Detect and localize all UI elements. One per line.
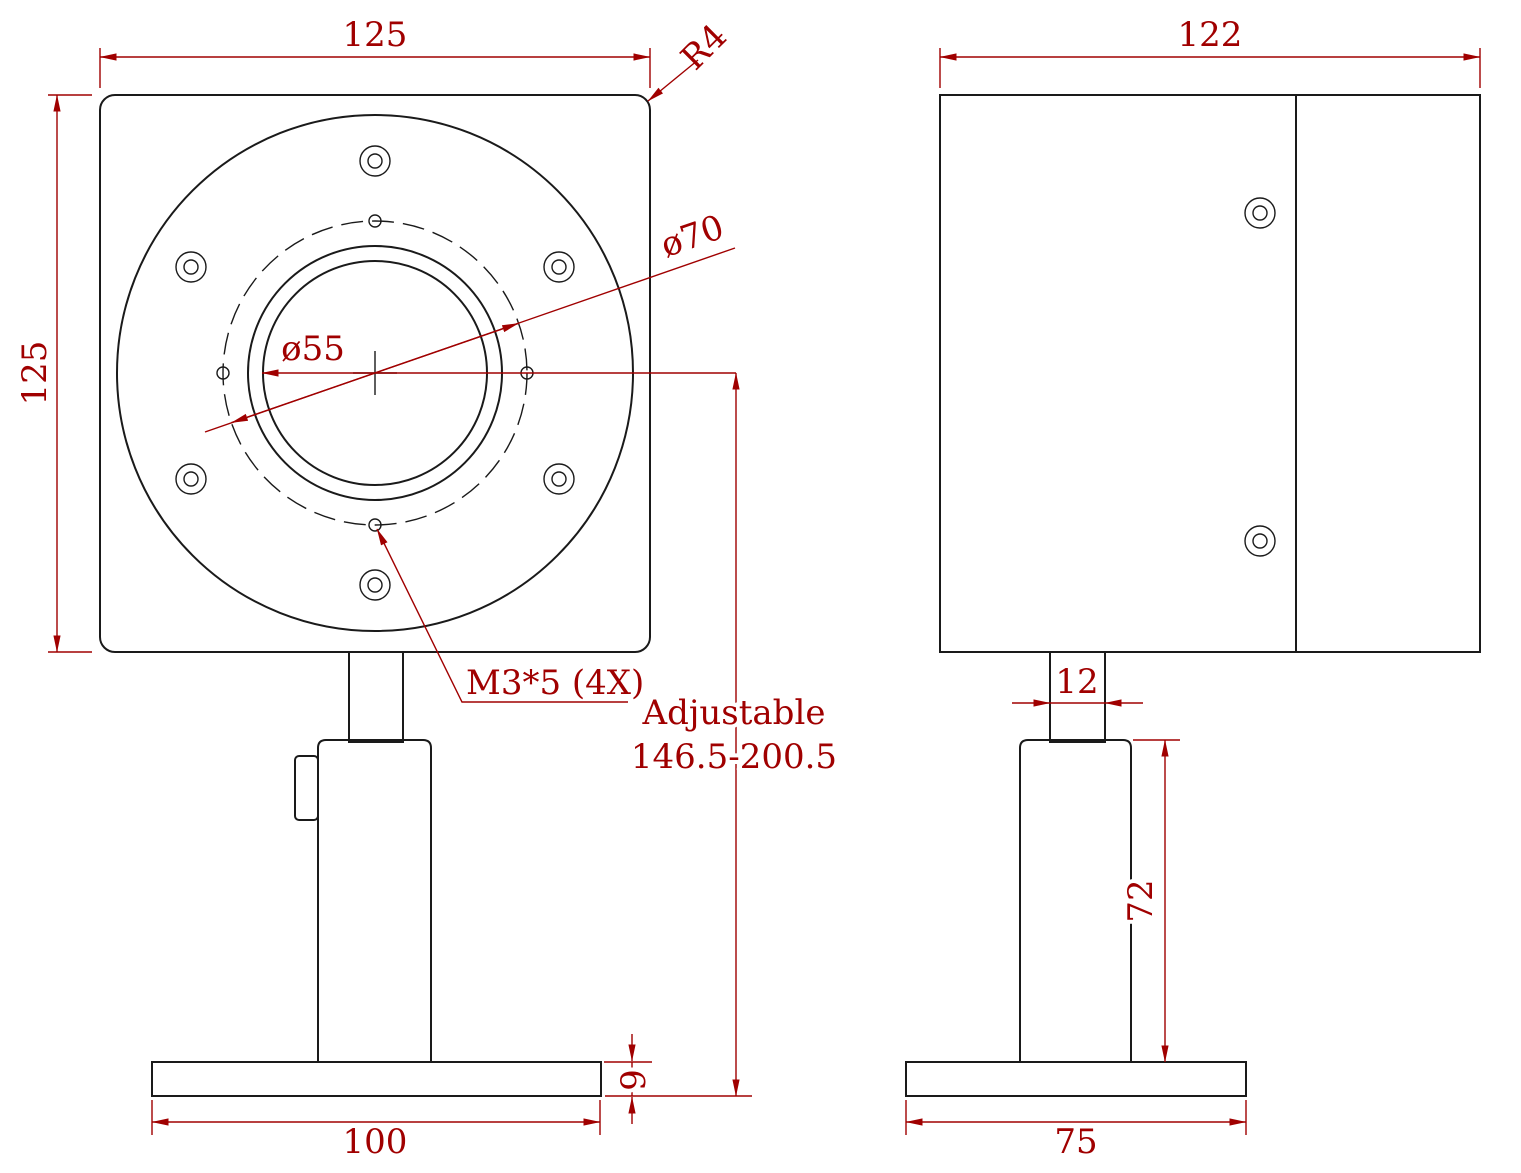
front-neck (348, 651, 404, 743)
leader-corner-radius (647, 59, 699, 102)
dim-screw-callout: M3*5 (4X) (466, 663, 644, 703)
front-view-dimensions: 125 R4 125 ø70 ø55 M3*5 (4X) Adjustable … (15, 15, 841, 1162)
ext-lines-front-base-width (151, 1100, 601, 1135)
side-body (939, 94, 1481, 653)
front-knob (294, 755, 319, 821)
front-base (151, 1061, 602, 1097)
dim-corner-radius: R4 (673, 16, 735, 78)
dim-base-thickness: 9 (614, 1069, 654, 1091)
face-screw-top (359, 145, 391, 177)
face-screw-upper-right (543, 251, 575, 283)
m3-hole-bottom (368, 518, 382, 532)
dim-adjustable-label: Adjustable (642, 693, 826, 733)
side-view-outline (905, 94, 1481, 1097)
side-post (1019, 739, 1132, 1062)
dim-front-width: 125 (343, 15, 408, 55)
front-view: 125 R4 125 ø70 ø55 M3*5 (4X) Adjustable … (15, 15, 841, 1162)
dim-side-width: 122 (1178, 15, 1243, 55)
side-neck (1049, 651, 1106, 743)
dim-neck-width: 12 (1055, 662, 1098, 702)
dim-front-height: 125 (15, 341, 55, 406)
dim-post-height: 72 (1121, 879, 1161, 922)
m3-hole-left (216, 366, 230, 380)
m3-hole-top (368, 214, 382, 228)
face-screw-lower-right (543, 463, 575, 495)
side-view-dimensions: 122 12 72 75 (905, 15, 1481, 1162)
side-screw-upper (1244, 197, 1276, 229)
side-base (905, 1061, 1247, 1097)
dim-side-base-width: 75 (1054, 1122, 1097, 1162)
leader-screw-callout (376, 528, 628, 703)
face-screw-bottom (359, 569, 391, 601)
dim-aperture-dia: ø55 (281, 329, 345, 369)
ext-lines-side-base-width (905, 1100, 1247, 1135)
face-screw-upper-left (175, 251, 207, 283)
front-post (317, 739, 432, 1062)
front-view-outline (99, 94, 651, 1097)
side-screw-lower (1244, 525, 1276, 557)
dim-front-base-width: 100 (343, 1122, 408, 1162)
face-screw-lower-left (175, 463, 207, 495)
dim-bolt-circle-dia: ø70 (656, 207, 729, 266)
dim-adjustable-range: 146.5-200.5 (631, 737, 837, 777)
side-view: 122 12 72 75 (905, 15, 1481, 1162)
